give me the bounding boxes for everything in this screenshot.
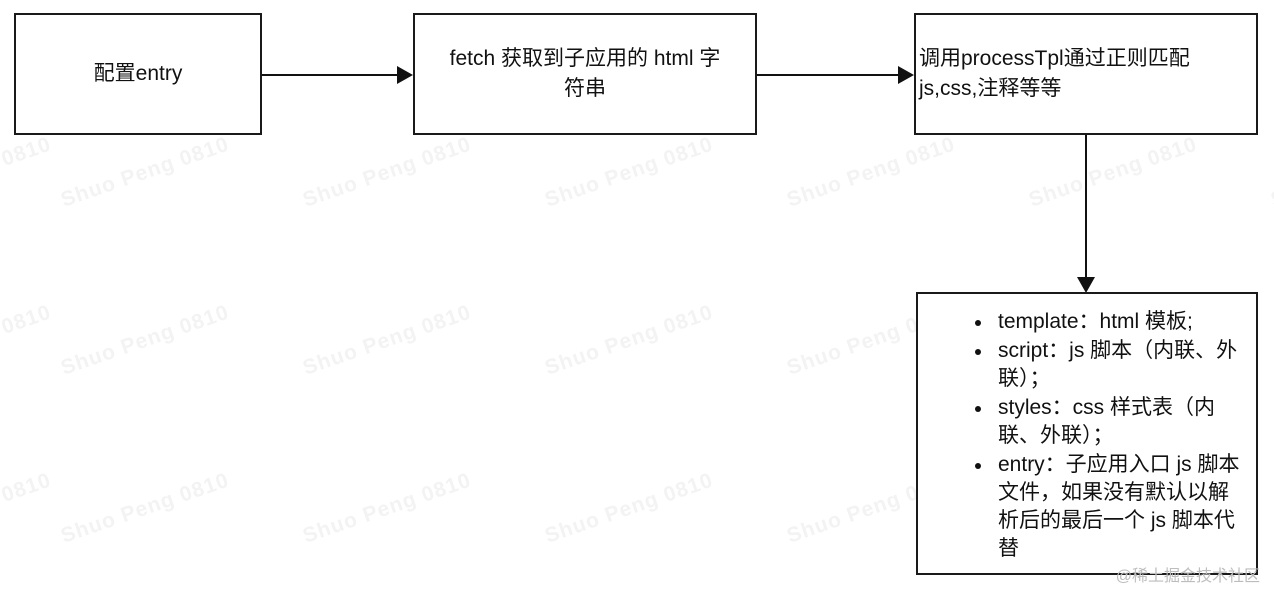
edge-config-to-fetch-arrowhead (397, 66, 413, 84)
node-parse-result[interactable]: template：html 模板; script：js 脚本（内联、外联）； s… (916, 292, 1258, 575)
list-item: styles：css 样式表（内联、外联）； (975, 394, 1240, 450)
corner-watermark: @稀土掘金技术社区 (1115, 568, 1260, 585)
background-watermark: Shuo Peng 0810 (300, 132, 475, 212)
node-fetch-html[interactable]: fetch 获取到子应用的 html 字 符串 (413, 13, 757, 135)
background-watermark: Shuo Peng 0810 (1026, 132, 1201, 212)
edge-process-to-result-arrowhead (1077, 277, 1095, 293)
list-item: entry：子应用入口 js 脚本文件，如果没有默认以解析后的最后一个 js 脚… (975, 451, 1240, 563)
edge-fetch-to-process-line (757, 74, 899, 76)
edge-config-to-fetch-line (262, 74, 398, 76)
background-watermark: Shuo Peng 0810 (0, 468, 55, 548)
background-watermark: Shuo Peng 0810 (300, 468, 475, 548)
background-watermark: Shuo Peng 0810 (58, 300, 233, 380)
background-watermark: Shuo Peng 0810 (0, 300, 55, 380)
edge-fetch-to-process-arrowhead (898, 66, 914, 84)
background-watermark: Shuo Peng 0810 (542, 468, 717, 548)
node-fetch-html-label: fetch 获取到子应用的 html 字 符串 (449, 47, 721, 100)
background-watermark: Shuo Peng 0810 (784, 132, 959, 212)
node-process-tpl-label: 调用processTpl通过正则匹配 js,css,注释等等 (919, 47, 1190, 100)
list-item: template：html 模板; (975, 308, 1240, 336)
background-watermark: Shuo Peng 0810 (58, 468, 233, 548)
background-watermark: Shuo Peng 0810 (58, 132, 233, 212)
node-config-entry[interactable]: 配置entry (14, 13, 262, 135)
list-item: script：js 脚本（内联、外联）； (975, 337, 1240, 393)
background-watermark: Shuo Peng 0810 (300, 300, 475, 380)
node-config-entry-label: 配置entry (93, 62, 183, 85)
edge-process-to-result-line (1085, 135, 1087, 280)
background-watermark: Shuo Peng 0810 (542, 132, 717, 212)
background-watermark: Shuo Peng 0810 (1268, 133, 1274, 212)
background-watermark: Shuo Peng 0810 (542, 300, 717, 380)
background-watermark: Shuo Peng 0810 (0, 132, 55, 212)
node-process-tpl[interactable]: 调用processTpl通过正则匹配 js,css,注释等等 (914, 13, 1258, 135)
parse-result-list: template：html 模板; script：js 脚本（内联、外联）； s… (918, 308, 1250, 563)
